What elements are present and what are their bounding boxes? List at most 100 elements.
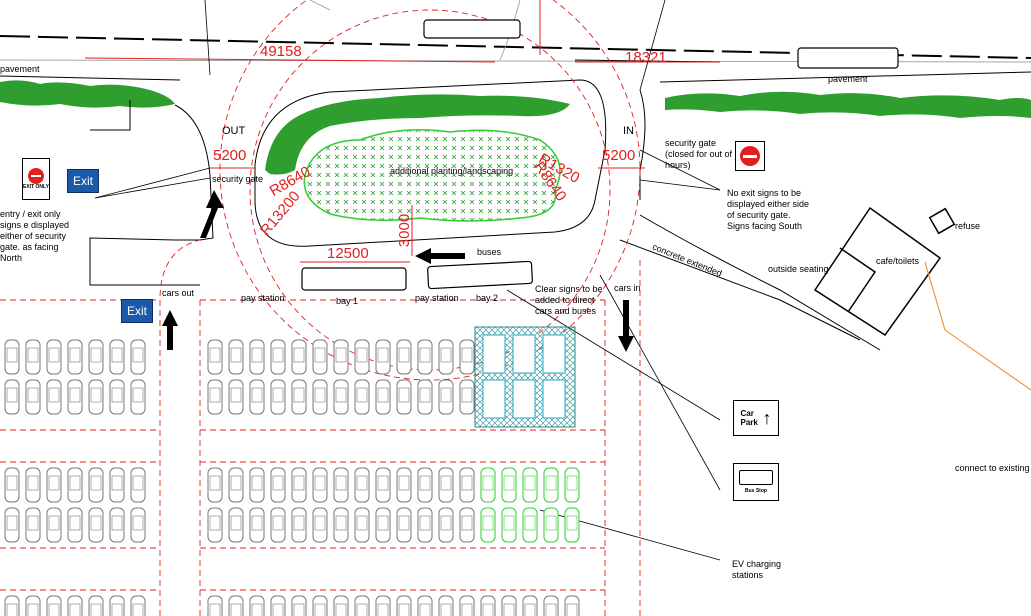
car-window — [314, 387, 326, 403]
parked-car — [396, 467, 412, 503]
car-window — [251, 603, 263, 616]
parked-car — [564, 507, 580, 543]
car-window — [293, 515, 305, 531]
parked-car — [67, 467, 83, 503]
car-window — [132, 475, 144, 491]
parked-car — [291, 467, 307, 503]
traffic-arrows — [162, 190, 634, 352]
car-window — [230, 603, 242, 616]
car-window — [524, 475, 536, 491]
car-window — [293, 603, 305, 616]
car-window — [251, 515, 263, 531]
parked-car — [4, 467, 20, 503]
parked-car — [333, 467, 349, 503]
no-entry-icon — [740, 146, 760, 166]
car-window — [566, 515, 578, 531]
exit-only-text: EXIT ONLY — [23, 184, 49, 190]
car-window — [6, 387, 18, 403]
car-window — [314, 347, 326, 363]
car-window — [335, 515, 347, 531]
parked-car — [354, 507, 370, 543]
parked-car — [249, 467, 265, 503]
parked-car — [67, 507, 83, 543]
parked-car — [46, 595, 62, 616]
parked-car — [543, 467, 559, 503]
car-window — [356, 475, 368, 491]
car-window — [27, 475, 39, 491]
parked-car — [249, 379, 265, 415]
car-window — [132, 515, 144, 531]
pavement-label-right: pavement — [828, 74, 868, 84]
parked-car — [438, 379, 454, 415]
cafe-label: cafe/toilets — [876, 256, 920, 266]
car-window — [209, 347, 221, 363]
exit-only-sign: EXIT ONLY — [22, 158, 50, 200]
parked-car — [480, 595, 496, 616]
parked-car — [88, 339, 104, 375]
parked-car — [4, 379, 20, 415]
parked-car — [130, 595, 146, 616]
security-gate-right: security gate (closed for out of hours) — [665, 138, 733, 170]
car-window — [6, 347, 18, 363]
car-window — [69, 603, 81, 616]
parked-car — [333, 339, 349, 375]
parked-car — [228, 339, 244, 375]
car-window — [111, 387, 123, 403]
car-window — [272, 515, 284, 531]
car-window — [377, 387, 389, 403]
parked-car — [207, 379, 223, 415]
car-window — [132, 347, 144, 363]
car-window — [356, 387, 368, 403]
car-window — [48, 387, 60, 403]
car-window — [482, 603, 494, 616]
parked-car — [291, 379, 307, 415]
parked-car — [4, 339, 20, 375]
car-park-sign: Car Park ↑ — [733, 400, 779, 436]
no-exit-note: No exit signs to be displayed either sid… — [727, 188, 810, 231]
parked-car — [522, 595, 538, 616]
parked-car — [291, 339, 307, 375]
parked-car — [459, 379, 475, 415]
car-window — [461, 515, 473, 531]
parked-car — [417, 339, 433, 375]
car-window — [503, 515, 515, 531]
entry-exit-note: entry / exit only signs e displayed eith… — [0, 209, 70, 263]
car-window — [111, 347, 123, 363]
main-road — [0, 0, 1031, 83]
car-window — [461, 475, 473, 491]
parked-car — [4, 507, 20, 543]
parked-car — [4, 595, 20, 616]
car-window — [524, 603, 536, 616]
hedges — [0, 80, 1031, 175]
bus-icon — [739, 470, 773, 485]
parked-car — [249, 507, 265, 543]
parked-car — [375, 507, 391, 543]
car-window — [566, 475, 578, 491]
parked-car — [522, 507, 538, 543]
car-window — [6, 475, 18, 491]
parked-car — [88, 467, 104, 503]
bus-stop-sign: Bus Stop — [733, 463, 779, 501]
parked-car — [459, 595, 475, 616]
car-window — [69, 387, 81, 403]
parked-car — [375, 467, 391, 503]
parked-car — [270, 379, 286, 415]
ev-label: EV charging stations — [732, 559, 782, 580]
parked-car — [270, 467, 286, 503]
car-window — [398, 475, 410, 491]
car-window — [377, 347, 389, 363]
car-window — [69, 475, 81, 491]
parked-car — [312, 507, 328, 543]
car-window — [440, 347, 452, 363]
exit-sign-2: Exit — [121, 299, 153, 323]
parked-car — [228, 379, 244, 415]
car-window — [230, 347, 242, 363]
leader-lines — [94, 0, 721, 561]
connector-line — [924, 261, 1031, 391]
car-window — [48, 347, 60, 363]
parked-car — [417, 595, 433, 616]
parked-car — [417, 507, 433, 543]
parked-car — [564, 595, 580, 616]
parked-car — [312, 379, 328, 415]
car-window — [398, 347, 410, 363]
